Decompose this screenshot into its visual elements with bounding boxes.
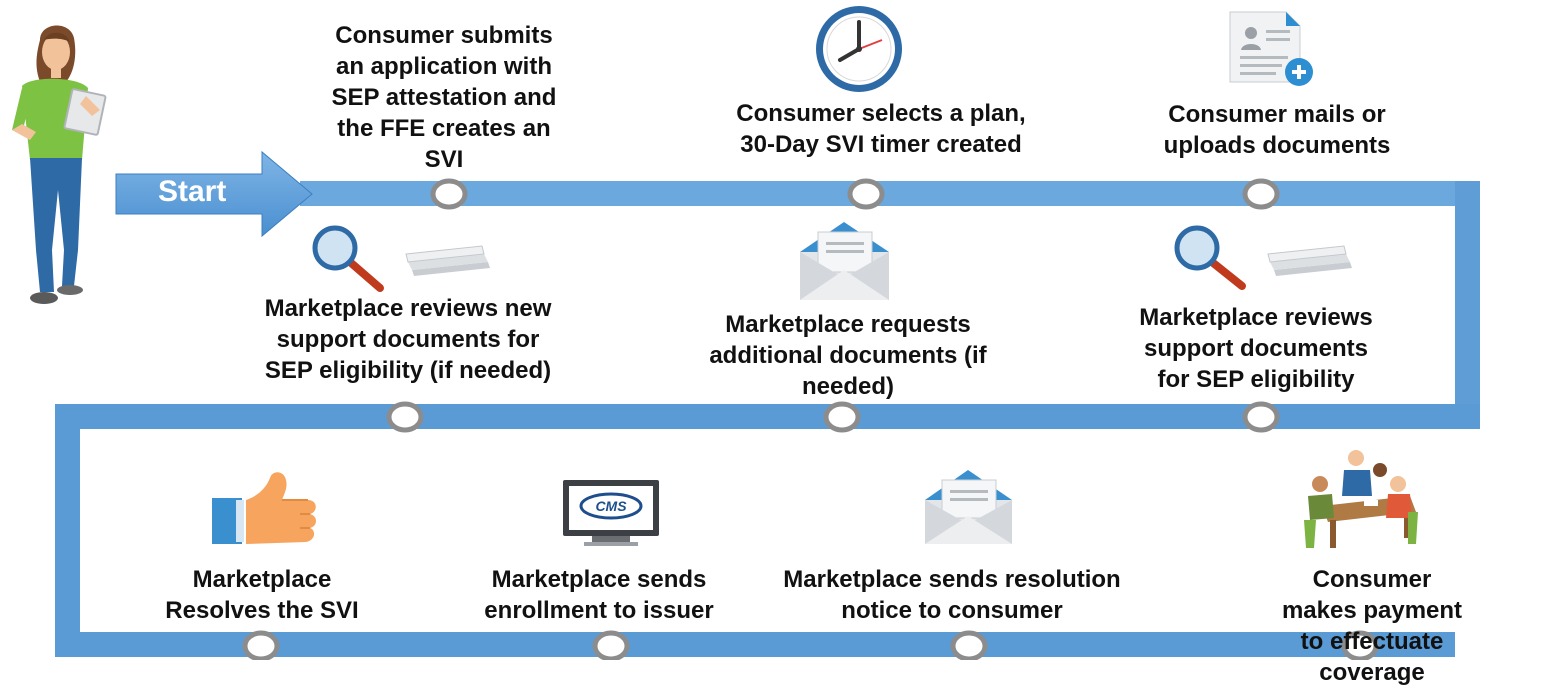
- milestone-marker: [823, 401, 861, 433]
- milestone-markers: [242, 178, 1379, 660]
- step-select-plan: Consumer selects a plan, 30-Day SVI time…: [736, 100, 1026, 158]
- person-with-clipboard-icon: [12, 25, 107, 304]
- milestone-marker: [1242, 178, 1280, 210]
- step-send-resolution-notice: Marketplace sends resolution notice to c…: [783, 566, 1121, 624]
- step-send-enrollment: Marketplace sends enrollment to issuer: [484, 566, 714, 624]
- process-diagram: CMS: [12, 6, 1480, 660]
- milestone-marker: [1242, 401, 1280, 433]
- milestone-marker: [847, 178, 885, 210]
- step-mail-upload-documents: Consumer mails or uploads documents: [1163, 101, 1391, 159]
- cms-logo-text: CMS: [595, 498, 627, 514]
- start-label: Start: [158, 175, 227, 208]
- magnifier-icon: [1174, 225, 1246, 290]
- paper-stack-icon: [1267, 245, 1352, 276]
- milestone-marker: [386, 401, 424, 433]
- envelope-icon: [925, 470, 1012, 544]
- thumbs-up-icon: [212, 472, 316, 544]
- step-submit-application: Consumer submits an application with SEP…: [331, 22, 557, 173]
- document-add-icon: [1229, 11, 1313, 86]
- milestone-marker: [950, 630, 988, 660]
- timeline-track: [55, 181, 1480, 657]
- clock-icon: [816, 6, 902, 92]
- step-resolve-svi: Marketplace Resolves the SVI: [165, 566, 359, 624]
- milestone-marker: [430, 178, 468, 210]
- milestone-marker: [592, 630, 630, 660]
- cms-monitor-icon: [563, 480, 659, 546]
- envelope-icon: [800, 222, 889, 300]
- paper-stack-icon: [405, 245, 490, 276]
- meeting-table-icon: [1304, 450, 1418, 548]
- step-make-payment: Consumer makes payment to effectuate cov…: [1281, 566, 1463, 686]
- step-review-documents: Marketplace reviews support documents fo…: [1139, 304, 1373, 393]
- milestone-marker: [1341, 630, 1379, 660]
- step-review-new-documents: Marketplace reviews new support document…: [264, 295, 552, 384]
- step-request-additional-documents: Marketplace requests additional document…: [709, 311, 987, 400]
- magnifier-icon: [312, 225, 384, 292]
- start-arrow: [115, 150, 313, 238]
- milestone-marker: [242, 630, 280, 660]
